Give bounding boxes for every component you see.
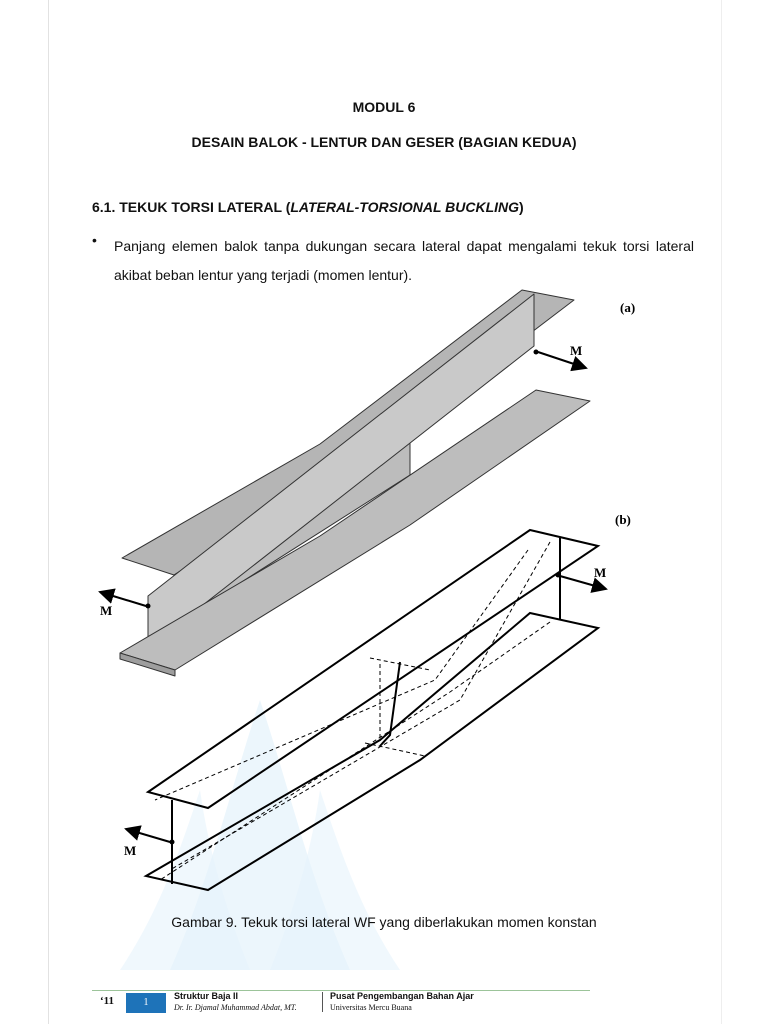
moment-arrow-a-left [98, 588, 151, 609]
footer-separator [322, 992, 323, 1012]
footer-university: Universitas Mercu Buana [330, 1003, 412, 1012]
beam-a [119, 289, 591, 677]
footer-page-number: 1 [126, 993, 166, 1013]
footer-center: Pusat Pengembangan Bahan Ajar [330, 991, 474, 1001]
bullet-paragraph: Panjang elemen balok tanpa dukungan seca… [114, 238, 694, 283]
label-a: (a) [620, 300, 635, 315]
figure-caption: Gambar 9. Tekuk torsi lateral WF yang di… [171, 914, 597, 930]
moment-label-a-left: M [100, 603, 112, 618]
section-heading: 6.1. TEKUK TORSI LATERAL (LATERAL-TORSIO… [92, 199, 524, 215]
moment-label-a-right: M [570, 343, 582, 358]
moment-label-b-right: M [594, 565, 606, 580]
moment-arrow-b-left [124, 825, 175, 845]
footer-author: Dr. Ir. Djamal Muhammad Abdat, MT. [174, 1003, 297, 1012]
moment-label-b-left: M [124, 843, 136, 858]
lateral-torsional-buckling-figure: (a) M M (b) M M [98, 289, 635, 892]
module-title: DESAIN BALOK - LENTUR DAN GESER (BAGIAN … [191, 134, 577, 150]
section-heading-prefix: 6.1. TEKUK TORSI LATERAL ( [92, 199, 291, 215]
label-b: (b) [615, 512, 631, 527]
section-heading-suffix: ) [519, 199, 524, 215]
footer-course: Struktur Baja II [174, 991, 239, 1001]
university-logo-watermark [120, 700, 400, 970]
page-right-edge [721, 0, 722, 1024]
page-left-edge [48, 0, 49, 1024]
moment-arrow-a-right [533, 349, 588, 372]
moment-arrow-b-right [555, 572, 608, 593]
footer-year: ‘11 [100, 995, 115, 1007]
footer-rule [92, 990, 590, 991]
module-number: MODUL 6 [352, 99, 416, 115]
section-heading-italic: LATERAL-TORSIONAL BUCKLING [290, 199, 520, 215]
bullet-symbol: • [92, 232, 97, 248]
